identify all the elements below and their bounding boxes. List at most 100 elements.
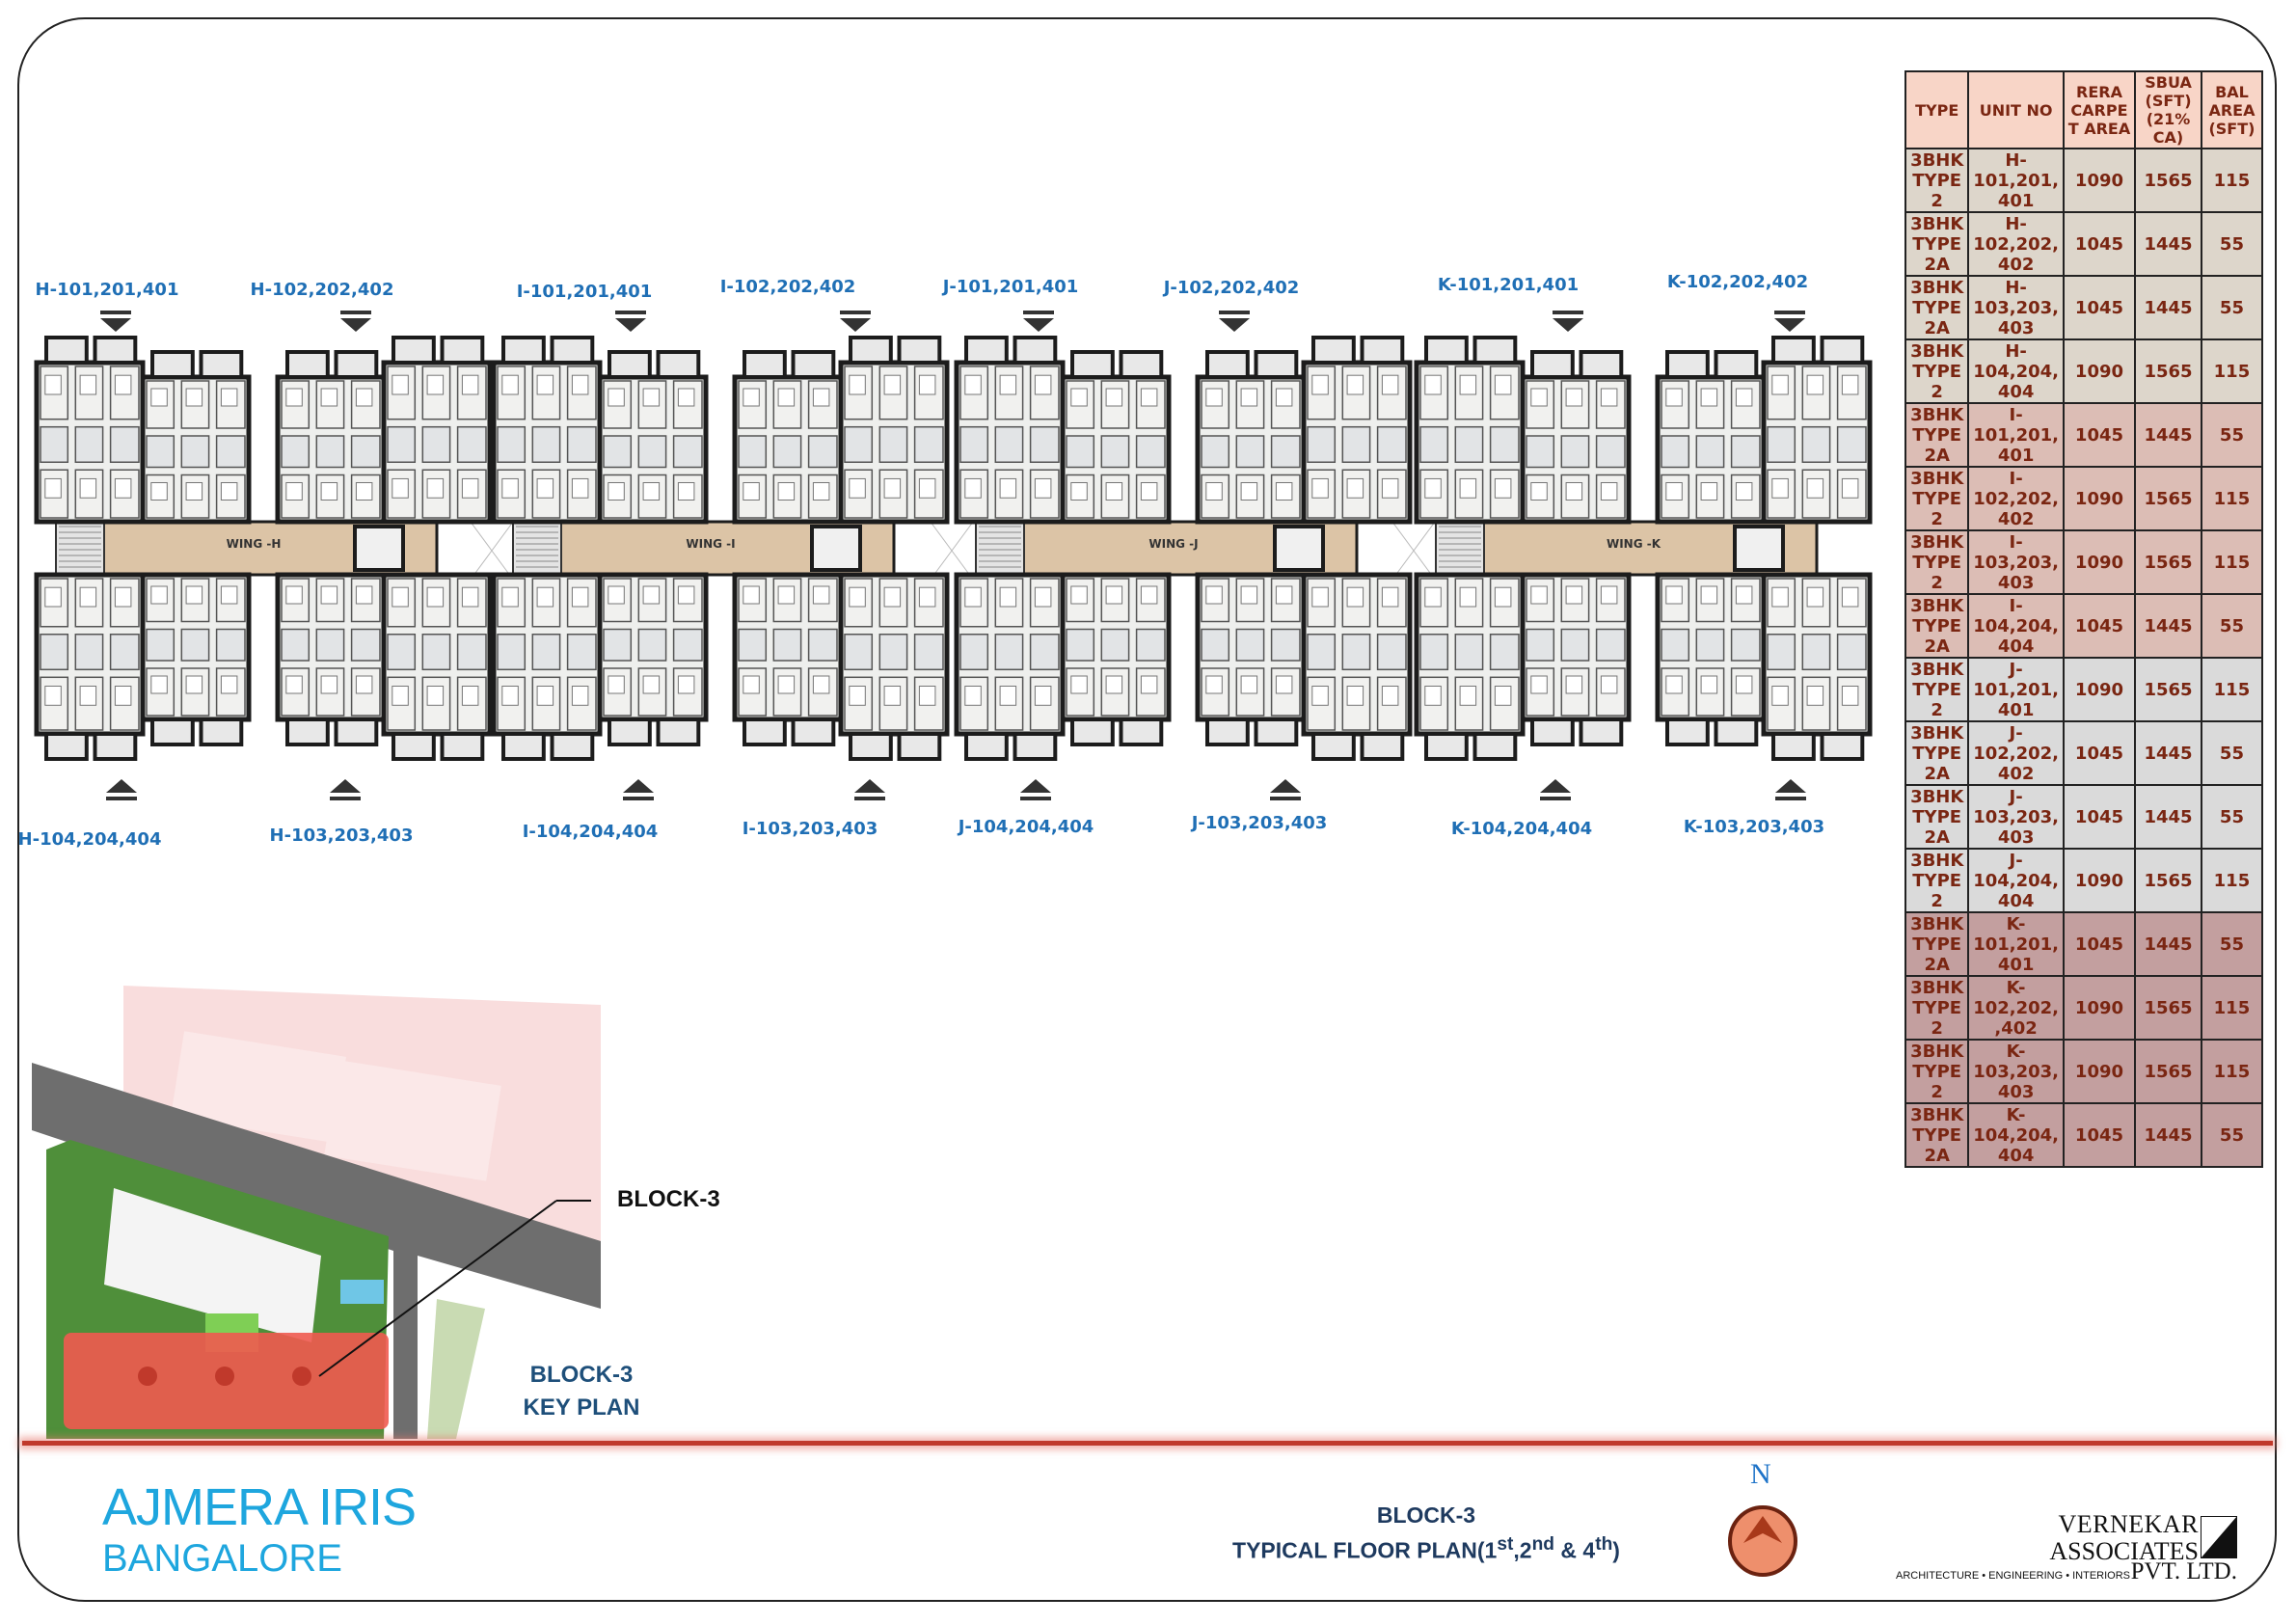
room: [1100, 435, 1130, 469]
room: [603, 628, 633, 662]
cell-rera: 1090: [2062, 657, 2137, 722]
cell-type: 3BHK TYPE 2: [1904, 848, 1970, 913]
title-text: & 4: [1554, 1537, 1596, 1563]
entry-arrow-down-icon: [100, 311, 131, 332]
architect-logo-mark: [2201, 1516, 2237, 1558]
cell-sbua: 1445: [2134, 402, 2202, 468]
balcony: [1472, 336, 1518, 365]
room: [1767, 425, 1796, 463]
furniture: [185, 388, 203, 407]
room: [215, 628, 246, 662]
cell-bal: 55: [2200, 275, 2264, 340]
table-header-row: TYPE UNIT NO RERA CARPE T AREA SBUA (SFT…: [1904, 70, 2264, 149]
north-label: N: [1750, 1458, 1771, 1490]
furniture: [918, 686, 936, 706]
cell-rera: 1045: [2062, 593, 2137, 659]
furniture: [918, 477, 936, 499]
unit-label-top: K-102,202,402: [1666, 272, 1809, 292]
furniture: [1665, 388, 1683, 407]
room: [959, 425, 989, 463]
balcony: [334, 350, 379, 379]
room: [1066, 628, 1095, 662]
architect-tagline: ARCHITECTURE • ENGINEERING • INTERIORS: [1896, 1570, 2130, 1582]
cell-type: 3BHK TYPE 2A: [1904, 1102, 1970, 1168]
room: [878, 634, 908, 671]
room: [1595, 628, 1626, 662]
room: [1801, 634, 1831, 671]
furniture: [320, 675, 338, 694]
furniture: [114, 586, 132, 608]
furniture: [883, 586, 902, 608]
balcony: [392, 732, 436, 761]
room: [1836, 634, 1867, 671]
room: [913, 634, 944, 671]
furniture: [1424, 477, 1442, 499]
wing-label: WING -K: [1607, 537, 1661, 551]
furniture: [1346, 686, 1364, 706]
cell-bal: 115: [2200, 657, 2264, 722]
room: [672, 435, 703, 469]
furniture: [964, 686, 982, 706]
balcony: [1013, 336, 1058, 365]
furniture: [1424, 686, 1442, 706]
furniture: [571, 586, 589, 608]
unit-label-bottom: J-104,204,404: [958, 817, 1094, 837]
room: [566, 425, 597, 463]
room: [1801, 425, 1831, 463]
furniture: [1275, 675, 1293, 694]
furniture: [1105, 388, 1123, 407]
room: [1454, 634, 1484, 671]
entry-arrow-down-icon: [340, 311, 371, 332]
room: [1489, 425, 1520, 463]
room: [281, 628, 311, 662]
balcony: [1665, 350, 1710, 379]
furniture: [1034, 374, 1052, 395]
furniture: [185, 482, 203, 501]
furniture: [220, 388, 238, 407]
furniture: [1205, 585, 1223, 605]
furniture: [1735, 675, 1753, 694]
furniture: [1070, 388, 1088, 407]
furniture: [79, 477, 97, 499]
furniture: [426, 686, 445, 706]
furniture: [1070, 675, 1088, 694]
furniture: [150, 482, 168, 501]
room: [531, 425, 561, 463]
cell-type: 3BHK TYPE 2: [1904, 529, 1970, 595]
cell-rera: 1045: [2062, 275, 2137, 340]
room: [109, 634, 140, 671]
cell-bal: 115: [2200, 1039, 2264, 1104]
furniture: [918, 374, 936, 395]
room: [672, 628, 703, 662]
title-sup: nd: [1531, 1534, 1554, 1555]
furniture: [1530, 585, 1548, 605]
unit-label-top: I-101,201,401: [516, 282, 653, 302]
block-3-courts: [138, 1367, 311, 1386]
furniture: [220, 675, 238, 694]
furniture: [777, 482, 796, 501]
page-frame: [17, 17, 2277, 1602]
furniture: [849, 374, 866, 395]
furniture: [501, 586, 519, 608]
room: [1235, 435, 1265, 469]
furniture: [355, 675, 373, 694]
cell-type: 3BHK TYPE 2: [1904, 148, 1970, 213]
cell-unit: I- 104,204, 404: [1967, 593, 2065, 659]
furniture: [185, 675, 203, 694]
entry-arrow-down-icon: [1553, 311, 1583, 332]
furniture: [1311, 586, 1329, 608]
room: [1376, 425, 1407, 463]
cell-rera: 1045: [2062, 402, 2137, 468]
room: [315, 628, 345, 662]
furniture: [150, 675, 168, 694]
room: [1801, 469, 1831, 519]
room: [1661, 435, 1690, 469]
cell-unit: K- 101,201, 401: [1967, 911, 2065, 977]
room: [109, 425, 140, 463]
unit-label-top: I-102,202,402: [719, 277, 856, 297]
